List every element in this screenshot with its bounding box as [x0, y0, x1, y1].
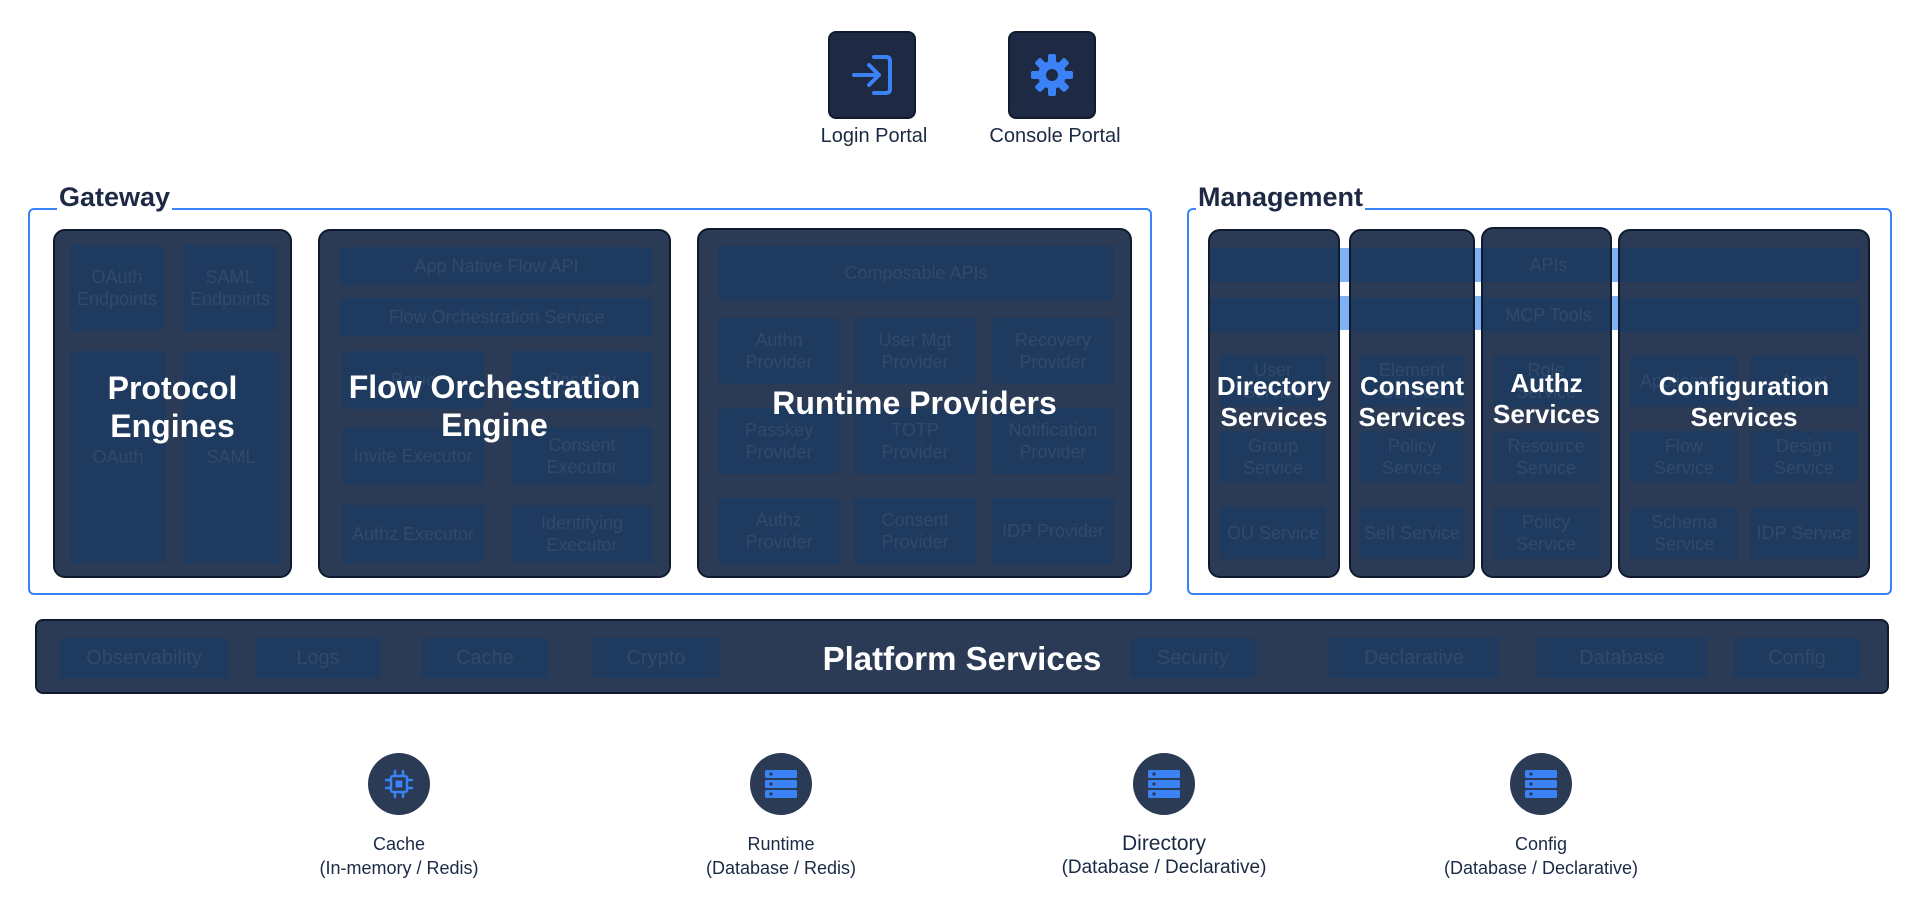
consent-services-block[interactable]: Element Service Policy Service Self Serv…	[1349, 229, 1475, 578]
authz-policy-service-item: Policy Service	[1493, 507, 1599, 559]
mcp-band-segment	[1351, 298, 1473, 332]
saml-endpoints-item: SAML Endpoints	[183, 245, 277, 331]
apis-band-segment	[1210, 248, 1338, 282]
gateway-title: Gateway	[57, 182, 173, 212]
authz-provider-item: Authz Provider	[718, 498, 840, 564]
cache-store-label: Cache (In-memory / Redis)	[319, 834, 479, 878]
mcp-tools-label: MCP Tools	[1483, 298, 1610, 332]
mcp-band-segment	[1620, 298, 1860, 332]
resource-service-item: Resource Service	[1493, 431, 1599, 483]
crypto-item: Crypto	[593, 638, 719, 678]
protocol-engines-title: Protocol Engines	[107, 370, 238, 445]
idp-provider-item: IDP Provider	[992, 498, 1114, 564]
role-service-item: Role Service	[1493, 355, 1599, 407]
database-icon	[1510, 753, 1572, 815]
application-item: Application	[1630, 355, 1738, 407]
invite-executor-item: Invite Executor	[342, 427, 484, 485]
consent-executor-item: Consent Executor	[511, 427, 653, 485]
runtime-store-label: Runtime (Database / Redis)	[705, 834, 857, 878]
idp-service-item: IDP Service	[1750, 507, 1858, 559]
config-store-label: Config (Database / Declarative)	[1443, 834, 1639, 878]
oauth-endpoints-item: OAuth Endpoints	[70, 245, 164, 331]
self-service-item: Self Service	[1359, 507, 1465, 559]
schema-service-item: Schema Service	[1630, 507, 1738, 559]
apis-band-segment	[1351, 248, 1473, 282]
configuration-services-title: Configuration Services	[1658, 371, 1830, 433]
logs-item: Logs	[255, 638, 381, 678]
protocol-engines-block[interactable]: OAuth Endpoints SAML Endpoints OAuth SAM…	[53, 229, 292, 578]
login-portal[interactable]	[828, 31, 916, 119]
agent-item: Agent	[1750, 355, 1858, 407]
basic-item: Basic	[342, 351, 484, 409]
totp-provider-item: TOTP Provider	[854, 408, 976, 474]
gear-icon	[1008, 31, 1096, 119]
authz-executor-item: Authz Executor	[342, 505, 484, 563]
composable-apis-item: Composable APIs	[718, 246, 1114, 300]
console-portal[interactable]	[1008, 31, 1096, 119]
authz-services-block[interactable]: APIs MCP Tools Role Service Resource Ser…	[1481, 227, 1612, 578]
mcp-band-segment	[1210, 298, 1338, 332]
declarative-item: Declarative	[1329, 638, 1499, 678]
passkey-item: Passkey	[511, 351, 653, 409]
directory-store-label: Directory (Database / Declarative)	[1061, 832, 1267, 878]
gateway-group	[28, 208, 1152, 595]
flow-orchestration-service-item: Flow Orchestration Service	[340, 298, 653, 336]
security-item: Security	[1130, 638, 1256, 678]
config-item: Config	[1734, 638, 1860, 678]
management-title: Management	[1196, 182, 1366, 212]
consent-provider-item: Consent Provider	[854, 498, 976, 564]
database-item: Database	[1537, 638, 1707, 678]
management-group	[1187, 208, 1892, 595]
directory-services-title: Directory Services	[1216, 371, 1332, 433]
recovery-provider-item: Recovery Provider	[992, 318, 1114, 384]
flow-orchestration-title: Flow Orchestration Engine	[348, 369, 641, 444]
runtime-providers-block[interactable]: Composable APIs Authn Provider User Mgt …	[697, 228, 1132, 578]
apis-label: APIs	[1483, 248, 1610, 282]
platform-services-title: Platform Services	[822, 640, 1102, 677]
runtime-providers-title: Runtime Providers	[772, 385, 1057, 421]
platform-services-band[interactable]: Observability Logs Cache Crypto Security…	[35, 619, 1889, 694]
user-service-item: User Service	[1220, 355, 1326, 407]
oauth-item: OAuth	[70, 351, 166, 563]
login-icon	[828, 31, 916, 119]
authz-services-title: Authz Services	[1493, 368, 1600, 430]
group-service-item: Group Service	[1220, 431, 1326, 483]
design-service-item: Design Service	[1750, 431, 1858, 483]
cache-item: Cache	[422, 638, 548, 678]
chip-icon	[368, 753, 430, 815]
observability-item: Observability	[59, 638, 229, 678]
app-native-flow-api-item: App Native Flow API	[340, 247, 653, 285]
login-portal-label: Login Portal	[820, 125, 928, 147]
authn-provider-item: Authn Provider	[718, 318, 840, 384]
passkey-provider-item: Passkey Provider	[718, 408, 840, 474]
database-icon	[1133, 753, 1195, 815]
consent-services-title: Consent Services	[1358, 371, 1466, 433]
identifying-executor-item: Identifying Executor	[511, 505, 653, 563]
policy-service-item: Policy Service	[1359, 431, 1465, 483]
element-service-item: Element Service	[1359, 355, 1465, 407]
console-portal-label: Console Portal	[989, 125, 1121, 147]
database-icon	[750, 753, 812, 815]
directory-services-block[interactable]: User Service Group Service OU Service Di…	[1208, 229, 1340, 578]
saml-item: SAML	[183, 351, 279, 563]
configuration-services-block[interactable]: Application Agent Flow Service Design Se…	[1618, 229, 1870, 578]
flow-orchestration-block[interactable]: App Native Flow API Flow Orchestration S…	[318, 229, 671, 578]
notification-provider-item: Notification Provider	[992, 408, 1114, 474]
flow-service-item: Flow Service	[1630, 431, 1738, 483]
user-mgt-provider-item: User Mgt Provider	[854, 318, 976, 384]
ou-service-item: OU Service	[1220, 507, 1326, 559]
apis-band-segment	[1620, 248, 1860, 282]
